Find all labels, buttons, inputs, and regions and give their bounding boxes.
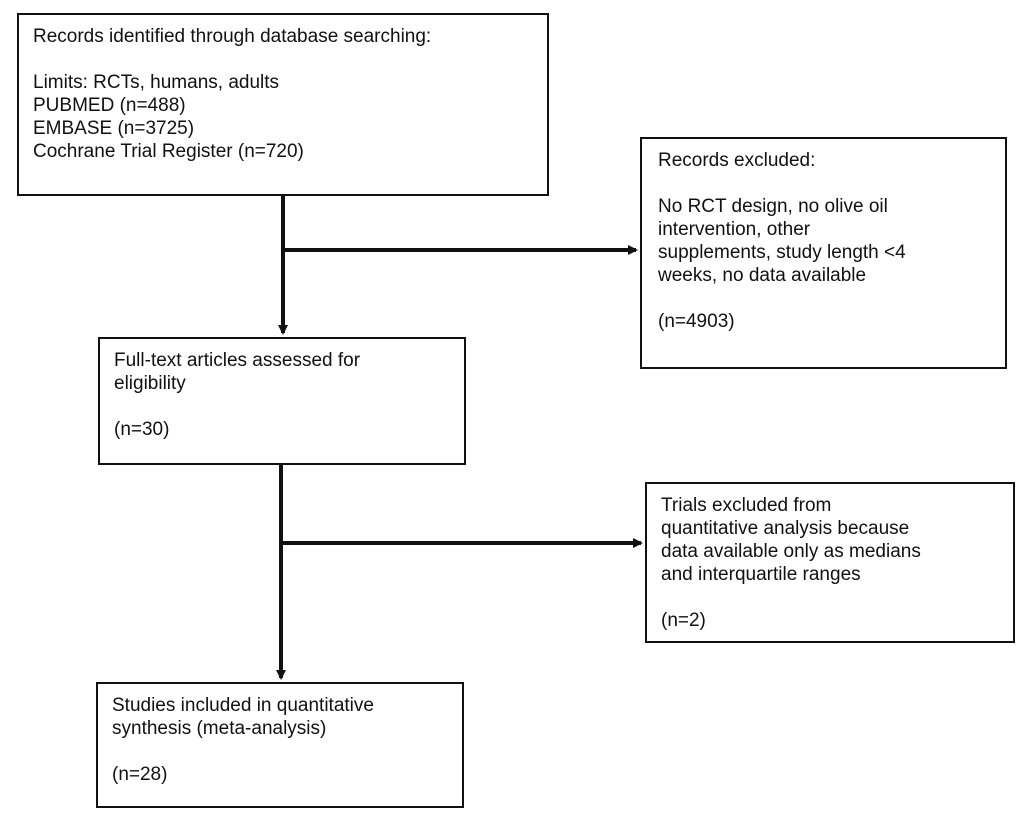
blank-line [114,395,450,418]
records-excluded-box: Records excluded: No RCT design, no oliv… [640,137,1007,369]
trials-excluded-text: Trials excluded from [661,495,832,516]
studies-included-heading: Studies included in quantitative [112,695,374,716]
records-identified-box: Records identified through database sear… [17,13,549,196]
pubmed-count: PUBMED (n=488) [33,95,186,116]
records-excluded-heading: Records excluded: [658,150,816,171]
studies-included-count: (n=28) [112,764,168,785]
full-text-heading: Full-text articles assessed for [114,350,361,371]
exclusion-reason-line: supplements, study length <4 [658,242,906,263]
full-text-count: (n=30) [114,419,170,440]
studies-included-heading: synthesis (meta-analysis) [112,718,327,739]
blank-line [661,586,999,609]
blank-line [658,172,989,195]
exclusion-reason-line: intervention, other [658,219,811,240]
full-text-heading: eligibility [114,373,186,394]
studies-included-box: Studies included in quantitative synthes… [96,682,464,808]
embase-count: EMBASE (n=3725) [33,118,195,139]
records-identified-heading: Records identified through database sear… [33,26,432,47]
blank-line [33,48,533,71]
records-excluded-count: (n=4903) [658,311,735,332]
exclusion-reason-line: No RCT design, no olive oil [658,196,888,217]
blank-line [658,287,989,310]
cochrane-count: Cochrane Trial Register (n=720) [33,141,304,162]
trials-excluded-text: quantitative analysis because [661,518,910,539]
trials-excluded-count: (n=2) [661,610,706,631]
limits-line: Limits: RCTs, humans, adults [33,72,280,93]
exclusion-reason-line: weeks, no data available [658,265,867,286]
trials-excluded-text: data available only as medians [661,541,921,562]
trials-excluded-box: Trials excluded from quantitative analys… [645,482,1015,643]
blank-line [112,740,448,763]
full-text-assessed-box: Full-text articles assessed for eligibil… [98,337,466,465]
trials-excluded-text: and interquartile ranges [661,564,861,585]
